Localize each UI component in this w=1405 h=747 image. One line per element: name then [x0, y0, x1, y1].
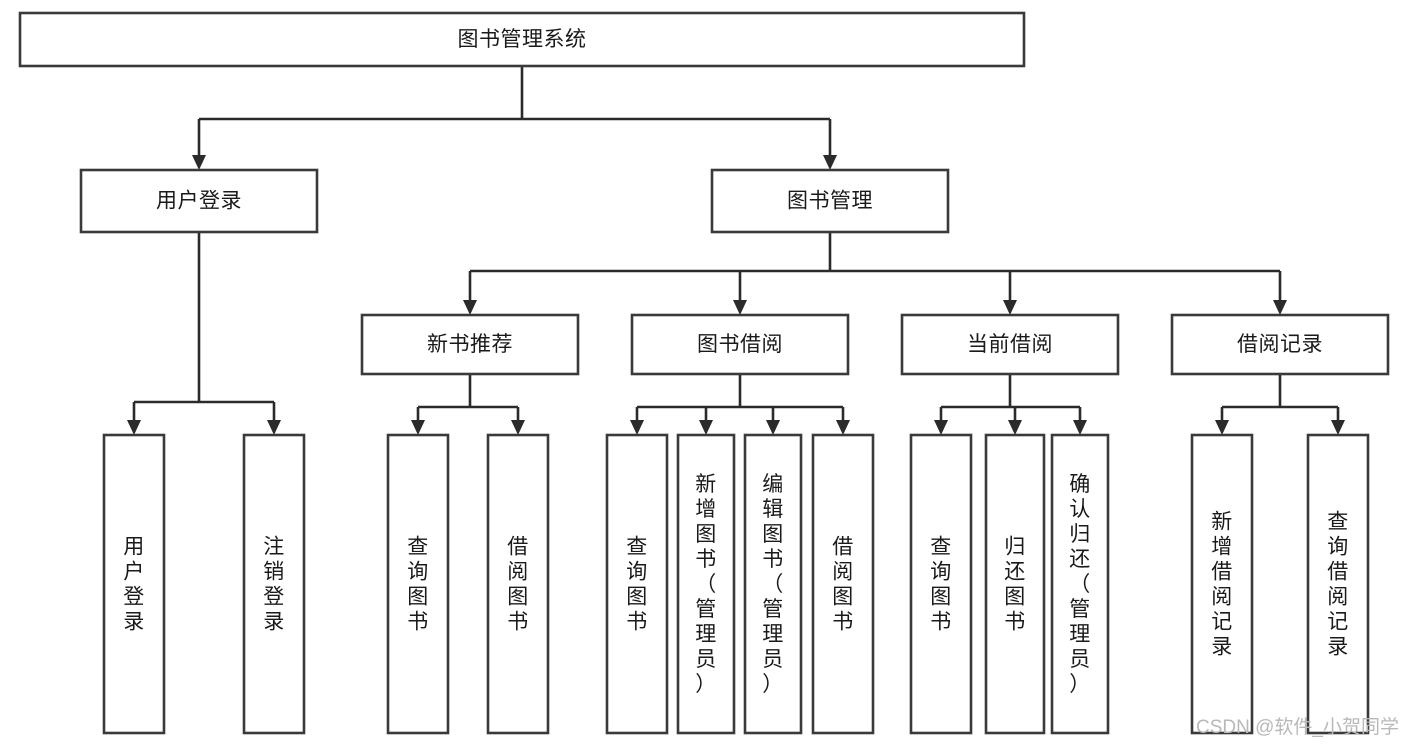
leaf-node-confirm-return-rect[interactable]: [1050, 433, 1110, 735]
leaf-node-borrow-book-1[interactable]: 借阅图书: [486, 433, 550, 735]
level2-node-user-login[interactable]: 用户登录: [79, 168, 319, 234]
root-node-system-title-label: 图书管理系统: [458, 28, 587, 51]
leaf-node-borrow-book-2-rect[interactable]: [811, 433, 875, 735]
leaf-node-edit-book-rect[interactable]: [743, 433, 803, 735]
connector-book-borrow-to-leaf-borrow-book-2-arrowhead: [836, 420, 850, 435]
leaf-node-add-record[interactable]: 新增借阅记录: [1190, 433, 1254, 735]
leaf-node-logout[interactable]: 注销登录: [242, 433, 306, 735]
leaf-node-borrow-book-2[interactable]: 借阅图书: [811, 433, 875, 735]
connector-user-login-to-leaf-user-login-arrowhead: [127, 420, 141, 435]
connector-book-manage-to-borrow-records-arrowhead: [1273, 300, 1287, 315]
leaf-node-add-record-label: 新增借阅记录: [1211, 511, 1233, 659]
leaf-node-query-book-2[interactable]: 查询图书: [605, 433, 669, 735]
leaf-node-return-book[interactable]: 归还图书: [984, 433, 1046, 735]
leaf-node-query-book-1-rect[interactable]: [386, 433, 450, 735]
connector-book-manage-to-current-borrow-arrowhead: [1003, 300, 1017, 315]
leaf-node-return-book-label: 归还图书: [1004, 536, 1026, 634]
connector-book-manage-to-book-borrow-arrowhead: [733, 300, 747, 315]
leaf-node-query-book-2-label: 查询图书: [626, 536, 648, 634]
connector-book-manage-to-new-book-rec-arrowhead: [463, 300, 477, 315]
leaf-node-query-book-3[interactable]: 查询图书: [909, 433, 973, 735]
connector-book-borrow-to-leaf-query-book-2-arrowhead: [630, 420, 644, 435]
connector-root-to-user-login-arrowhead: [192, 155, 206, 170]
leaf-node-query-book-1[interactable]: 查询图书: [386, 433, 450, 735]
level2-node-book-manage-label: 图书管理: [787, 190, 873, 213]
root-node-system-title[interactable]: 图书管理系统: [18, 11, 1026, 68]
level2-node-book-manage[interactable]: 图书管理: [710, 168, 950, 234]
connector-book-borrow-to-leaf-add-book-arrowhead: [699, 420, 713, 435]
leaf-node-query-book-1-label: 查询图书: [407, 536, 429, 634]
leaf-node-add-book-rect[interactable]: [676, 433, 736, 735]
leaf-node-borrow-book-1-rect[interactable]: [486, 433, 550, 735]
level3-node-book-borrow[interactable]: 图书借阅: [630, 313, 850, 376]
connector-current-borrow-to-leaf-query-book-3-arrowhead: [934, 420, 948, 435]
leaf-node-user-login-label: 用户登录: [123, 536, 145, 634]
leaf-node-user-login-rect[interactable]: [102, 433, 166, 735]
leaf-node-add-record-rect[interactable]: [1190, 433, 1254, 735]
connector-borrow-records-to-leaf-add-record-arrowhead: [1215, 420, 1229, 435]
leaf-node-query-book-3-label: 查询图书: [930, 536, 952, 634]
csdn-watermark: CSDN @软件_小贺同学: [1196, 716, 1399, 738]
leaf-node-borrow-book-1-label: 借阅图书: [507, 536, 529, 634]
leaf-node-confirm-return-label: 确认归还（管理员）: [1069, 473, 1091, 696]
level3-node-current-borrow-rect[interactable]: [900, 313, 1120, 376]
leaf-node-query-record-label: 查询借阅记录: [1327, 511, 1349, 659]
level2-node-book-manage-rect[interactable]: [710, 168, 950, 234]
leaf-node-query-record-rect[interactable]: [1306, 433, 1370, 735]
leaf-node-add-book-label: 新增图书（管理员）: [695, 473, 717, 696]
level3-node-current-borrow[interactable]: 当前借阅: [900, 313, 1120, 376]
level2-node-user-login-label: 用户登录: [156, 190, 242, 213]
level3-node-current-borrow-label: 当前借阅: [967, 333, 1053, 356]
connector-current-borrow-to-leaf-return-book-arrowhead: [1008, 420, 1022, 435]
leaf-node-edit-book-label: 编辑图书（管理员）: [762, 473, 784, 696]
level3-node-book-borrow-label: 图书借阅: [697, 333, 783, 356]
leaf-node-logout-label: 注销登录: [263, 536, 285, 634]
leaf-node-add-book[interactable]: 新增图书（管理员）: [676, 433, 736, 735]
leaf-node-logout-rect[interactable]: [242, 433, 306, 735]
connector-book-borrow-to-leaf-edit-book-arrowhead: [766, 420, 780, 435]
leaf-node-return-book-rect[interactable]: [984, 433, 1046, 735]
level3-node-new-book-rec[interactable]: 新书推荐: [360, 313, 580, 376]
leaf-node-query-book-3-rect[interactable]: [909, 433, 973, 735]
connector-user-login-to-leaf-logout-arrowhead: [267, 420, 281, 435]
connector-root-to-book-manage-arrowhead: [823, 155, 837, 170]
leaf-node-confirm-return[interactable]: 确认归还（管理员）: [1050, 433, 1110, 735]
connector-new-book-rec-to-leaf-borrow-book-1-arrowhead: [511, 420, 525, 435]
level3-node-borrow-records-rect[interactable]: [1170, 313, 1390, 376]
level3-node-borrow-records[interactable]: 借阅记录: [1170, 313, 1390, 376]
root-node-system-title-rect[interactable]: [18, 11, 1026, 68]
leaf-node-query-book-2-rect[interactable]: [605, 433, 669, 735]
level2-node-user-login-rect[interactable]: [79, 168, 319, 234]
nodes-layer: 图书管理系统用户登录图书管理新书推荐图书借阅当前借阅借阅记录用户登录注销登录查询…: [18, 11, 1390, 735]
leaf-node-user-login[interactable]: 用户登录: [102, 433, 166, 735]
connector-new-book-rec-to-leaf-query-book-1-arrowhead: [411, 420, 425, 435]
connectors-layer: [127, 66, 1345, 435]
level3-node-new-book-rec-label: 新书推荐: [427, 333, 513, 356]
leaf-node-borrow-book-2-label: 借阅图书: [832, 536, 854, 634]
leaf-node-query-record[interactable]: 查询借阅记录: [1306, 433, 1370, 735]
level3-node-book-borrow-rect[interactable]: [630, 313, 850, 376]
connector-current-borrow-to-leaf-confirm-return-arrowhead: [1073, 420, 1087, 435]
connector-borrow-records-to-leaf-query-record-arrowhead: [1331, 420, 1345, 435]
level3-node-new-book-rec-rect[interactable]: [360, 313, 580, 376]
level3-node-borrow-records-label: 借阅记录: [1237, 333, 1323, 356]
leaf-node-edit-book[interactable]: 编辑图书（管理员）: [743, 433, 803, 735]
